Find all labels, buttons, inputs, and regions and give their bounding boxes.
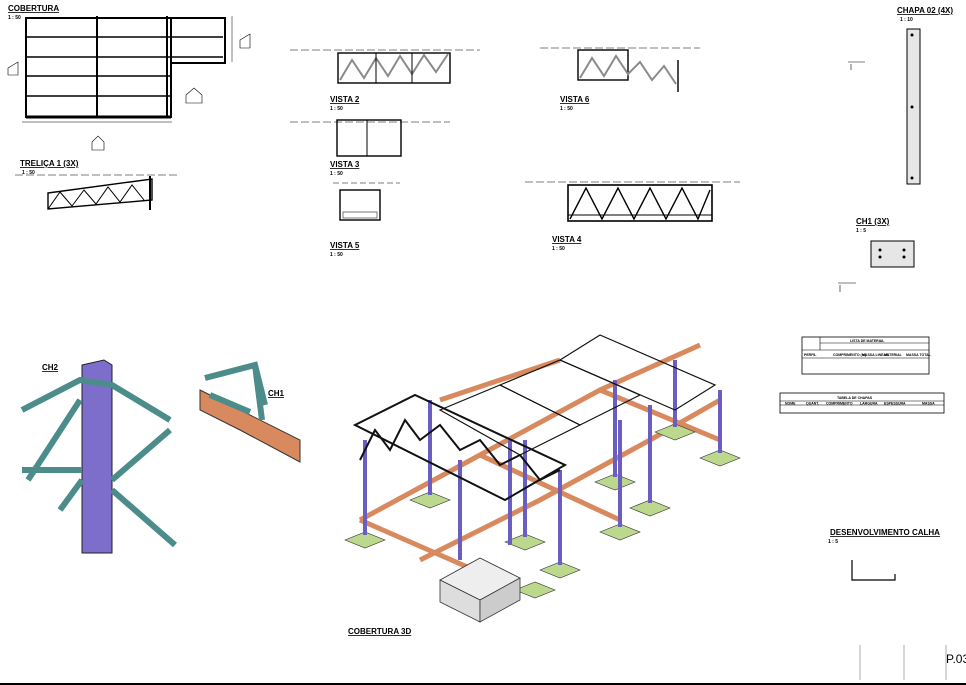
header-massa: MASSA [922,402,935,406]
vista4-title: VISTA 4 [552,235,582,244]
ch1-3d-detail: CH1 [199,361,301,463]
chapa02-detail: CHAPA 02 (4X) 1 : 10 [848,6,953,185]
header-massa-total: MASSA TOTAL [906,353,932,357]
trelica1-view: TRELIÇA 1 (3X) 1 : 50 [15,159,180,210]
columns [363,360,722,565]
trelica1-title: TRELIÇA 1 (3X) [20,159,79,168]
calha-title: DESENVOLVIMENTO CALHA [830,528,940,537]
tabela-chapas-table: TABELA DE CHAPAS NOME QUANT. COMPRIMENTO… [779,392,945,414]
title-block: P.03 [0,645,966,685]
vista2-view: VISTA 2 1 : 50 [290,49,480,112]
lista-material-table: LISTA DE MATERIAL PERFIL COMPRIMENTO (m)… [801,336,932,375]
roof-frames [438,334,717,456]
beams [358,342,722,593]
calha-detail: DESENVOLVIMENTO CALHA 1 : 5 [828,528,940,581]
trelica1-scale: 1 : 50 [22,170,35,176]
footings [344,423,741,599]
sheet-number: P.03 [946,652,966,666]
ch1-3d-title: CH1 [268,389,285,398]
vista4-view: VISTA 4 1 : 50 [525,181,740,252]
header-largura: LARGURA [860,402,878,406]
header-material: MATERIAL [884,353,903,357]
water-tank [439,557,521,623]
truss [352,393,568,502]
vista6-view: VISTA 6 1 : 50 [540,47,700,112]
header-comprimento: COMPRIMENTO [826,402,853,406]
header-espessura: ESPESSURA [884,402,906,406]
vista6-title: VISTA 6 [560,95,590,104]
vista3-view: VISTA 3 1 : 50 [290,119,450,177]
vista5-title: VISTA 5 [330,241,360,250]
ch2-title: CH2 [42,363,59,372]
cobertura-title: COBERTURA [8,4,59,13]
tabela-chapas-title: TABELA DE CHAPAS [837,396,873,400]
vista5-view: VISTA 5 1 : 50 [330,182,400,258]
vista2-title: VISTA 2 [330,95,360,104]
vista5-scale: 1 : 50 [330,252,343,258]
header-massa-linear: MASSA LINEAR [862,353,889,357]
cobertura-scale: 1 : 50 [8,15,21,21]
header-perfil: PERFIL [804,353,817,357]
cobertura-3d-view: COBERTURA 3D [344,334,741,636]
vista3-title: VISTA 3 [330,160,360,169]
vista2-scale: 1 : 50 [330,106,343,112]
calha-scale: 1 : 5 [828,539,838,545]
cobertura3d-title: COBERTURA 3D [348,627,411,636]
vista3-scale: 1 : 50 [330,171,343,177]
ch1-detail-title: CH1 (3X) [856,217,890,226]
ch1-detail: CH1 (3X) 1 : 5 [838,217,915,292]
lista-material-title: LISTA DE MATERIAL [850,339,885,343]
vista4-scale: 1 : 50 [552,246,565,252]
header-comprimento: COMPRIMENTO (m) [833,353,866,357]
chapa02-title: CHAPA 02 (4X) [897,6,953,15]
ch2-3d-detail: CH2 [20,359,177,554]
header-quant: QUANT. [806,402,819,406]
header-nome: NOME [785,402,796,406]
vista6-scale: 1 : 50 [560,106,573,112]
ch1-detail-scale: 1 : 5 [856,228,866,234]
cobertura-plan: COBERTURA 1 : 50 [7,4,251,151]
chapa02-scale: 1 : 10 [900,17,913,23]
